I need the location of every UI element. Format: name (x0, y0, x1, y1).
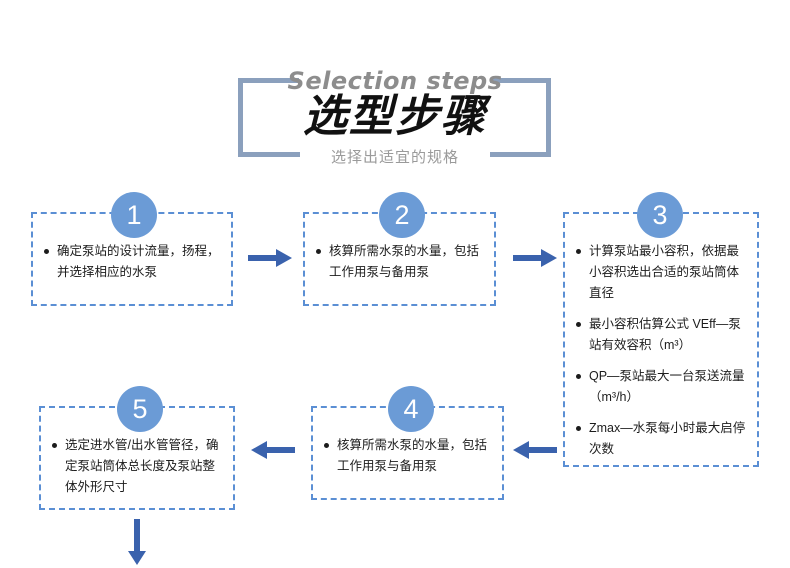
arrow-step1-to-step2-icon (248, 248, 292, 268)
step-3-bullet-3: Zmax—水泵每小时最大启停次数 (576, 418, 749, 460)
arrow-step2-to-step3-icon (513, 248, 557, 268)
header-bracket-bottom-gap (300, 151, 490, 163)
header-english-title: Selection steps (287, 67, 503, 95)
header-subtitle: 选择出适宜的规格 (330, 149, 459, 166)
page-header: Selection steps 选型步骤 选择出适宜的规格 (0, 52, 790, 172)
step-4-bullet-list: 核算所需水泵的水量，包括工作用泵与备用泵 (324, 435, 494, 477)
arrow-step5-to-next-icon (127, 519, 147, 565)
step-3-bullet-list: 计算泵站最小容积，依据最小容积选出合适的泵站筒体直径 最小容积估算公式 VEff… (576, 241, 749, 460)
step-4-bullet-0: 核算所需水泵的水量，包括工作用泵与备用泵 (324, 435, 494, 477)
step-2-bullet-list: 核算所需水泵的水量，包括工作用泵与备用泵 (316, 241, 486, 283)
step-1-bullet-0: 确定泵站的设计流量，扬程，并选择相应的水泵 (44, 241, 223, 283)
header-bracket-top-gap (299, 74, 490, 86)
step-3-bullet-0: 计算泵站最小容积，依据最小容积选出合适的泵站筒体直径 (576, 241, 749, 304)
step-3-bullet-2: QP—泵站最大一台泵送流量（m³/h） (576, 366, 749, 408)
step-5-bullet-0: 选定进水管/出水管管径，确定泵站筒体总长度及泵站整体外形尺寸 (52, 435, 225, 498)
step-number-circle-1: 1 (111, 192, 157, 238)
step-3-bullet-1: 最小容积估算公式 VEff—泵站有效容积（m³） (576, 314, 749, 356)
arrow-step3-to-step4-icon (513, 440, 557, 460)
step-number-circle-4: 4 (388, 386, 434, 432)
step-2-bullet-0: 核算所需水泵的水量，包括工作用泵与备用泵 (316, 241, 486, 283)
step-box-3: 计算泵站最小容积，依据最小容积选出合适的泵站筒体直径 最小容积估算公式 VEff… (563, 212, 759, 467)
arrow-step4-to-step5-icon (251, 440, 295, 460)
step-number-circle-2: 2 (379, 192, 425, 238)
step-number-circle-3: 3 (637, 192, 683, 238)
step-number-circle-5: 5 (117, 386, 163, 432)
page-title: 选型步骤 (303, 92, 487, 141)
step-5-bullet-list: 选定进水管/出水管管径，确定泵站筒体总长度及泵站整体外形尺寸 (52, 435, 225, 498)
step-1-bullet-list: 确定泵站的设计流量，扬程，并选择相应的水泵 (44, 241, 223, 283)
